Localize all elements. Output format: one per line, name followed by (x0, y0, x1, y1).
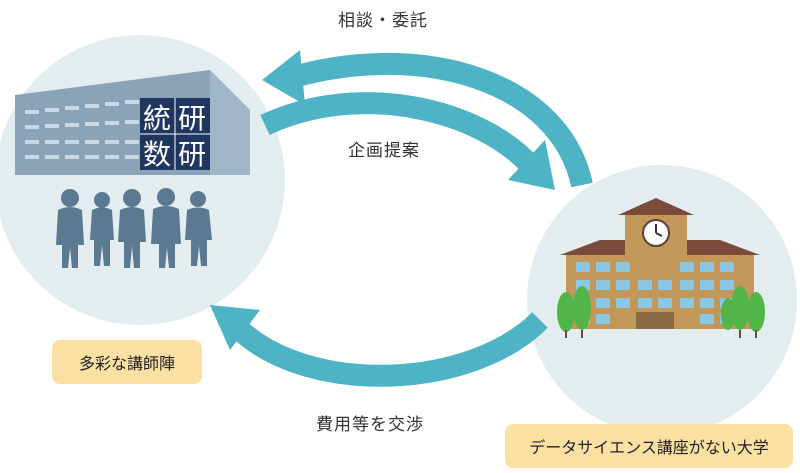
university-building (560, 198, 760, 329)
person-silhouette (185, 191, 212, 266)
consult-label: 相談・委託 (338, 11, 428, 31)
university-tag: データサイエンス講座がない大学 (505, 424, 793, 468)
proposal-arrow (260, 92, 555, 190)
institute-tag: 多彩な講師陣 (52, 340, 202, 384)
logo-char-2: 研 (178, 102, 206, 135)
tree-trunks (565, 330, 757, 338)
logo-char-4: 研 (178, 138, 206, 171)
institute-circle (0, 35, 285, 325)
university-door (636, 312, 674, 329)
institute-building: 統 研 数 研 (15, 70, 250, 175)
person-silhouette (151, 188, 181, 268)
person-silhouette (90, 192, 114, 266)
person-silhouette (118, 189, 146, 268)
logo-char-3: 数 (143, 138, 171, 171)
lecturer-silhouettes (56, 188, 212, 268)
negotiate-arrow (210, 305, 548, 387)
consult-arrow (262, 50, 593, 188)
person-silhouette (56, 189, 84, 268)
proposal-label: 企画提案 (348, 141, 420, 161)
logo-char-1: 統 (143, 102, 171, 135)
negotiate-label: 費用等を交渉 (316, 415, 424, 435)
trees (557, 286, 765, 332)
